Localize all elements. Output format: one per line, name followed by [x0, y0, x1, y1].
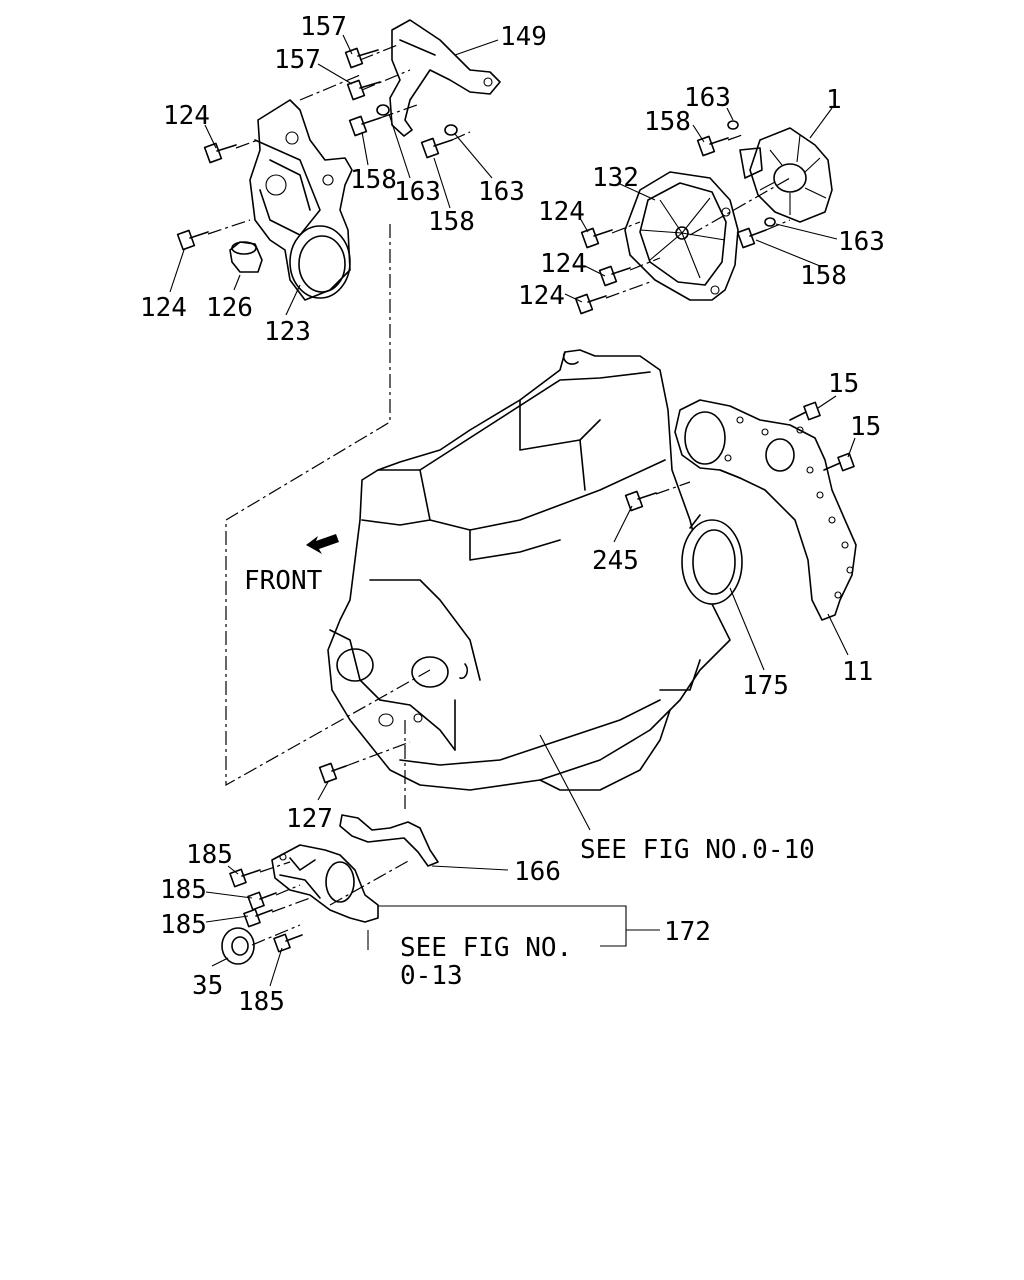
bolt-124-e: [574, 293, 607, 315]
label-158-a: 158: [350, 165, 397, 195]
seal-35: [221, 927, 255, 965]
label-157-a: 157: [300, 12, 347, 42]
bolt-185-a: [229, 868, 261, 888]
label-157-b: 157: [274, 45, 321, 75]
label-124-c: 124: [538, 197, 585, 227]
bolt-158-c: [696, 135, 729, 157]
label-175: 175: [742, 671, 789, 701]
see-fig-0-13-line2: 0-13: [400, 961, 463, 991]
label-35: 35: [192, 971, 223, 1001]
bracket-149: [389, 19, 501, 137]
label-15-b: 15: [850, 412, 881, 442]
bolt-124-a: [203, 142, 237, 164]
label-158-b: 158: [428, 207, 475, 237]
bolt-124-d: [598, 265, 631, 287]
bolt-124-b: [176, 229, 209, 251]
label-132: 132: [592, 163, 639, 193]
label-163-a: 163: [394, 177, 441, 207]
label-124-b: 124: [140, 293, 187, 323]
bolt-185-b: [247, 891, 277, 911]
bolt-group-top-right: [574, 120, 791, 315]
bolt-158-b: [420, 137, 453, 159]
bolt-158-d: [736, 227, 767, 249]
cover-1: [739, 127, 833, 223]
label-124-a: 124: [163, 101, 210, 131]
label-1: 1: [826, 85, 842, 115]
see-fig-0-13-line1: SEE FIG NO.: [400, 933, 572, 963]
gasket-166: [339, 814, 439, 867]
front-cover-123: [249, 99, 353, 301]
leader-lines: [169, 34, 856, 987]
label-15-a: 15: [828, 369, 859, 399]
label-163-d: 163: [838, 227, 885, 257]
bolt-157-a: [344, 47, 379, 69]
label-245: 245: [592, 546, 639, 576]
front-label: FRONT: [244, 566, 323, 596]
washer-163-c: [727, 120, 739, 130]
washer-163-d: [764, 217, 776, 227]
cover-132: [624, 171, 739, 301]
bolt-124-c: [580, 227, 613, 249]
label-124-d: 124: [540, 249, 587, 279]
label-123: 123: [264, 317, 311, 347]
part-labels: 157 157 149 124 124 126 123 158 163 158 …: [140, 12, 885, 1017]
label-185-c: 185: [160, 910, 207, 940]
bolt-185-c: [243, 908, 273, 928]
label-126: 126: [206, 293, 253, 323]
label-185-d: 185: [238, 987, 285, 1017]
label-124-e: 124: [518, 281, 565, 311]
label-166: 166: [514, 857, 561, 887]
oil-pump-housing: [271, 844, 379, 923]
washer-163-a: [376, 104, 390, 116]
bolt-group-right: [624, 401, 855, 512]
bolt-15-b: [823, 452, 855, 472]
label-158-d: 158: [800, 261, 847, 291]
label-149: 149: [500, 22, 547, 52]
label-185-a: 185: [186, 840, 233, 870]
label-11: 11: [842, 657, 873, 687]
label-185-b: 185: [160, 875, 207, 905]
label-163-c: 163: [684, 83, 731, 113]
bolt-157-b: [346, 79, 381, 101]
see-fig-0-10: SEE FIG NO.0-10: [580, 835, 815, 865]
label-163-b: 163: [478, 177, 525, 207]
bolt-158-a: [348, 115, 381, 137]
bolt-245: [624, 490, 657, 512]
oil-seal-175: [681, 519, 743, 605]
bolt-15-a: [789, 401, 821, 421]
bolt-group-top-left: [176, 43, 471, 251]
bolt-127: [318, 762, 347, 784]
front-arrow-icon: [306, 534, 339, 554]
bolt-185-d: [273, 933, 303, 953]
washer-163-b: [444, 124, 458, 136]
bolt-group-bottom: [229, 741, 411, 953]
label-127: 127: [286, 804, 333, 834]
plug-126: [229, 241, 263, 273]
rear-plate-11: [674, 399, 857, 621]
label-158-c: 158: [644, 107, 691, 137]
engine-block: [327, 349, 731, 791]
label-172: 172: [664, 917, 711, 947]
assembly-lines: [225, 74, 431, 810]
